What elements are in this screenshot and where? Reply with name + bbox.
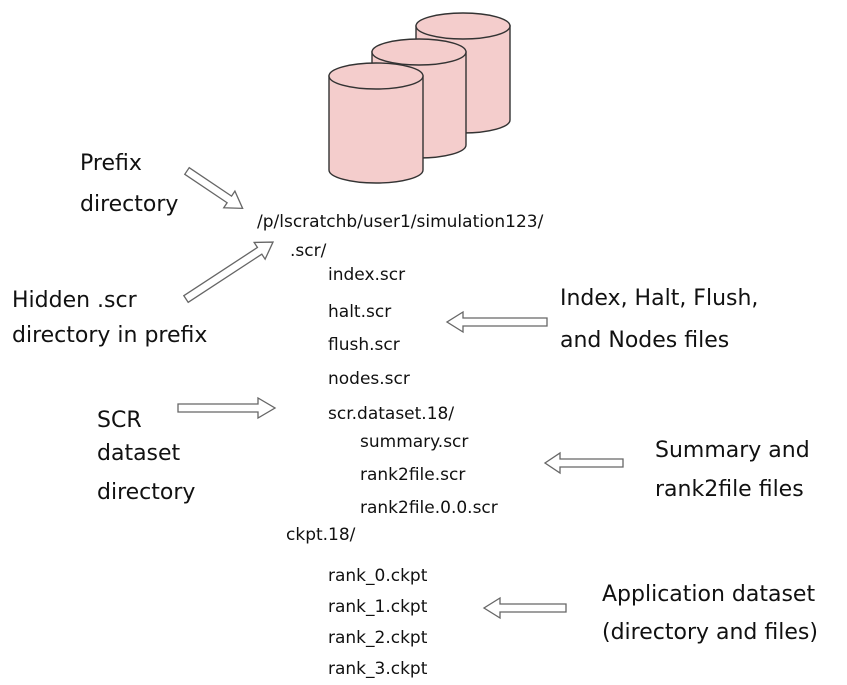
file-rank-3-ckpt: rank_3.ckpt <box>328 659 428 679</box>
file-index-scr: index.scr <box>328 265 406 285</box>
scr-dataset-label-line1: SCR <box>97 408 142 433</box>
summary-files-arrow-icon <box>543 451 624 475</box>
file-flush-scr: flush.scr <box>328 335 400 355</box>
index-files-label-line2: and Nodes files <box>560 328 730 353</box>
scr-dataset-dir: scr.dataset.18/ <box>328 404 455 424</box>
prefix-label-line1: Prefix <box>80 151 142 176</box>
hidden-label-line1: Hidden .scr <box>12 288 137 313</box>
file-rank-1-ckpt: rank_1.ckpt <box>328 597 428 617</box>
prefix-arrow-icon <box>183 166 244 210</box>
index-files-label-line1: Index, Halt, Flush, <box>560 286 759 311</box>
app-dataset-label-line2: (directory and files) <box>602 620 818 645</box>
file-rank2file-0-0-scr: rank2file.0.0.scr <box>360 498 498 518</box>
file-summary-scr: summary.scr <box>360 432 469 452</box>
cylinder-front-icon <box>328 62 424 184</box>
summary-files-label-line1: Summary and <box>655 438 810 463</box>
prefix-path: /p/lscratchb/user1/simulation123/ <box>257 212 544 232</box>
scr-dataset-arrow-icon <box>177 396 277 420</box>
file-halt-scr: halt.scr <box>328 302 392 322</box>
hidden-dir-arrow-icon <box>182 241 275 304</box>
app-dataset-label-line1: Application dataset <box>602 582 816 607</box>
hidden-label-line2: directory in prefix <box>12 323 208 348</box>
file-rank2file-scr: rank2file.scr <box>360 465 466 485</box>
ckpt-dir: ckpt.18/ <box>286 525 356 545</box>
hidden-scr-dir: .scr/ <box>290 241 327 261</box>
storage-cylinders-icon <box>328 12 511 184</box>
summary-files-label-line2: rank2file files <box>655 477 804 502</box>
app-dataset-arrow-icon <box>482 596 567 620</box>
index-files-arrow-icon <box>445 310 548 334</box>
scr-dataset-label-line2: dataset <box>97 441 181 466</box>
file-rank-2-ckpt: rank_2.ckpt <box>328 628 428 648</box>
file-rank-0-ckpt: rank_0.ckpt <box>328 566 428 586</box>
file-nodes-scr: nodes.scr <box>328 369 410 389</box>
scr-dataset-label-line3: directory <box>97 480 196 505</box>
prefix-label-line2: directory <box>80 192 179 217</box>
